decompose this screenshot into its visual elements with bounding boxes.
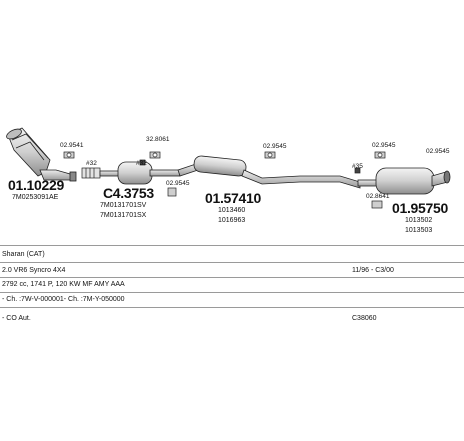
rear-silencer-oem-1: 1013502 — [405, 217, 433, 224]
middle-silencer-oem-2: 1016963 — [218, 217, 246, 224]
manifold-part-number: 01.10229 — [8, 177, 64, 193]
cat-oem-number-1: 7M0131701SV — [100, 202, 147, 209]
catalog-code: C38060 — [352, 315, 377, 322]
clamp-icon-2 — [149, 151, 161, 159]
ref-label-2: #32 — [136, 160, 147, 167]
engine-specs: 2792 cc, 1741 P, 120 KW MF AMY AAA — [2, 281, 125, 288]
catalytic-converter — [99, 161, 181, 185]
application-info-table: Sharan (CAT) 2.0 VR6 Syncro 4X4 11/96 - … — [0, 245, 464, 325]
hanger-rubber-2 — [354, 167, 361, 174]
clamp-label-1: 02.9541 — [60, 142, 84, 149]
rear-silencer-part-number: 01.95750 — [392, 200, 448, 216]
table-divider — [0, 262, 464, 263]
rear-silencer-oem-2: 1013503 — [405, 227, 433, 234]
manifold-oem-number: 7M0253091AE — [12, 194, 59, 201]
front-pipe-manifold — [6, 127, 77, 182]
clamp-icon-5 — [374, 151, 386, 159]
table-divider — [0, 245, 464, 246]
clamp-icon-3 — [167, 187, 177, 197]
clamp-label-7: 02.8641 — [366, 193, 390, 200]
clamp-label-4: 02.9545 — [263, 143, 287, 150]
clamp-icon-1 — [63, 151, 75, 159]
clamp-label-3: 02.9545 — [166, 180, 190, 187]
chassis-range: - Ch. :7W-V-000001- Ch. :7M-Y-050000 — [2, 296, 125, 303]
emission-note: - CO Aut. — [2, 315, 31, 322]
exhaust-system-diagram — [6, 127, 451, 209]
ref-label-1: #32 — [86, 160, 97, 167]
engine-description: 2.0 VR6 Syncro 4X4 — [2, 267, 66, 274]
table-divider — [0, 277, 464, 278]
middle-silencer-oem-1: 1013460 — [218, 207, 246, 214]
clamp-label-6: 02.9545 — [426, 148, 450, 155]
production-dates: 11/96 - C3/00 — [352, 267, 394, 274]
clamp-label-5: 02.9545 — [372, 142, 396, 149]
clamp-icon-4 — [264, 151, 276, 159]
hanger-rubber-1 — [139, 159, 146, 166]
vehicle-model: Sharan (CAT) — [2, 251, 45, 258]
middle-silencer-part-number: 01.57410 — [205, 190, 261, 206]
table-divider — [0, 292, 464, 293]
clamp-label-2: 32.8061 — [146, 136, 170, 143]
middle-silencer — [177, 155, 361, 189]
cat-part-number: C4.3753 — [103, 185, 154, 201]
table-divider — [0, 307, 464, 308]
cat-oem-number-2: 7M0131701SX — [100, 212, 147, 219]
rear-silencer — [357, 167, 451, 195]
clamp-icon-6 — [371, 200, 383, 209]
flex-connector — [81, 167, 101, 179]
ref-label-3: #35 — [352, 163, 363, 170]
